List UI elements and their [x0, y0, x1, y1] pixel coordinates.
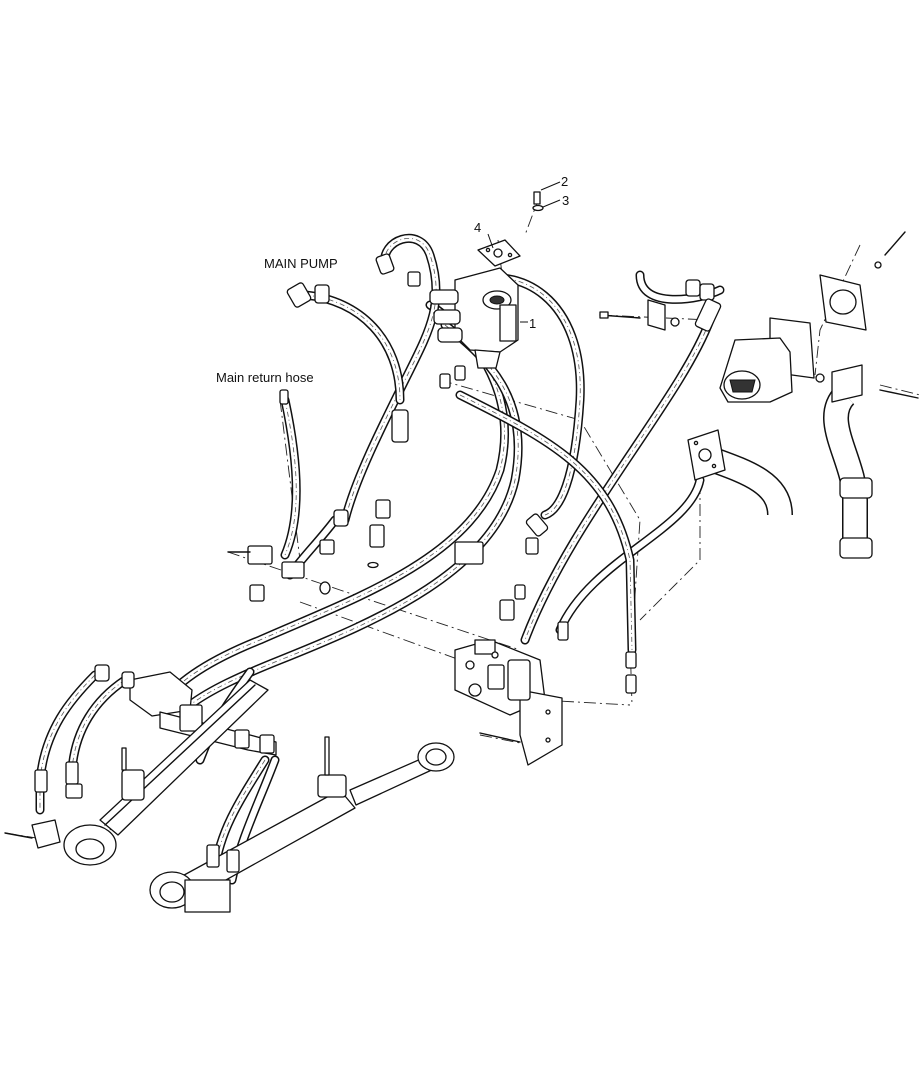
main-return-hose-label: Main return hose — [216, 370, 314, 385]
gear-pump — [599, 231, 919, 403]
callout-number: 1 — [529, 316, 536, 331]
callout-number: 2 — [561, 174, 568, 189]
main-pump-label: MAIN PUMP — [264, 256, 338, 271]
left-hydraulic-cylinder — [4, 679, 269, 866]
main-pump — [429, 191, 544, 369]
right-hydraulic-cylinder — [149, 736, 455, 913]
suction-hoses — [695, 385, 873, 559]
callout-leaders — [487, 181, 561, 323]
control-valve-block — [454, 584, 563, 766]
callout-number: 3 — [562, 193, 569, 208]
callout-number: 4 — [474, 220, 481, 235]
flange-fitting — [687, 429, 726, 481]
hose-fittings — [227, 253, 722, 694]
